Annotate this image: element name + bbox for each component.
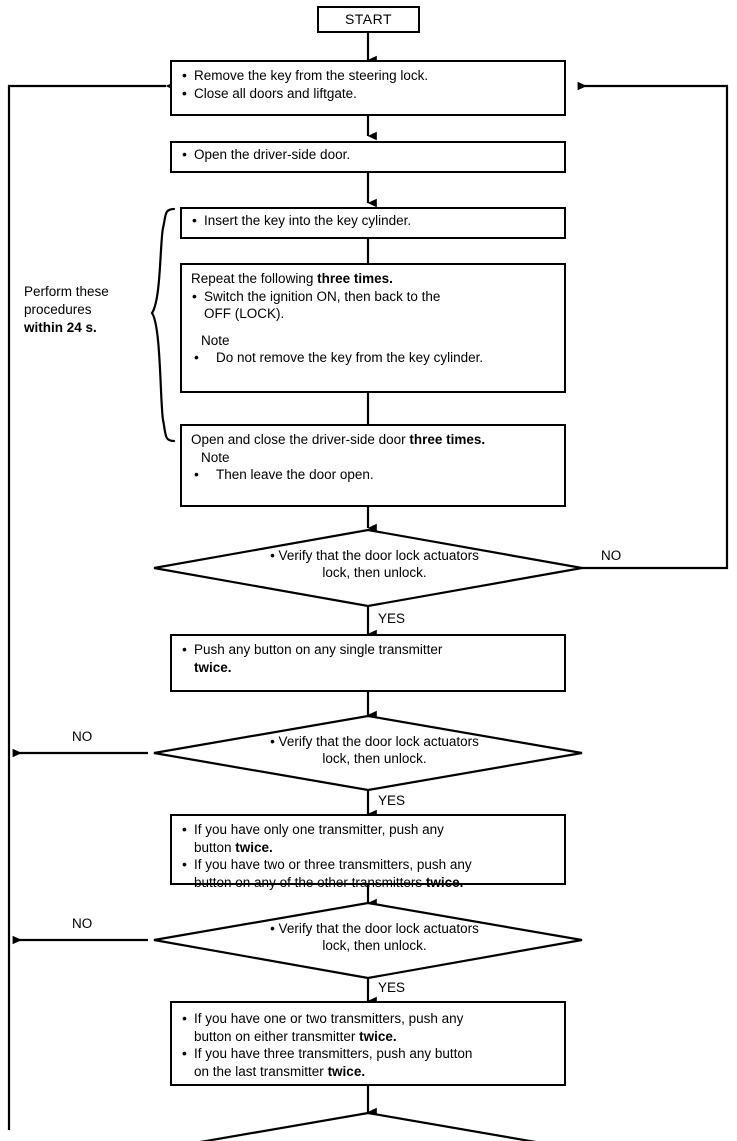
start-terminator: START	[317, 6, 420, 33]
push-single-line2: twice.	[194, 659, 232, 675]
decision-2-line2: lock, then unlock.	[322, 751, 427, 767]
spacer	[191, 323, 556, 332]
process-box-push-single-transmitter: Push any button on any single transmitte…	[170, 634, 566, 692]
decision-1-text: • Verify that the door lock actuators lo…	[0, 547, 737, 582]
edge-label-yes-3: YES	[378, 980, 406, 995]
process-box-open-driver-door: Open the driver-side door.	[170, 141, 566, 173]
one-two-line2: button on either transmitter	[194, 1028, 360, 1044]
open-close-heading-emph: three times.	[409, 432, 486, 447]
start-label: START	[344, 11, 393, 27]
decision-diamond-1	[153, 528, 583, 608]
edge-label-yes-1: YES	[378, 611, 406, 626]
three-line1: If you have three transmitters, push any…	[194, 1046, 473, 1062]
bullet-remove-key: Remove the key from the steering lock.	[181, 66, 556, 85]
brace-line-2: procedures	[24, 301, 92, 317]
grouping-brace	[150, 207, 176, 443]
two-three-emph: twice.	[425, 874, 464, 890]
process-box-repeat-ignition: Repeat the following three times. Switch…	[180, 263, 566, 393]
open-close-heading-text: Open and close the driver-side door	[191, 432, 410, 447]
bullet-switch-ignition: Switch the ignition ON, then back to the…	[191, 287, 556, 323]
decision-2-text: • Verify that the door lock actuators lo…	[0, 733, 737, 768]
repeat-heading-emph: three times.	[317, 271, 393, 286]
bullet-push-single-transmitter: Push any button on any single transmitte…	[181, 640, 556, 676]
note-bullet-do-not-remove-key: Do not remove the key from the key cylin…	[191, 348, 556, 367]
connector-left-return-rail	[7, 81, 175, 1130]
bullet-open-driver-door: Open the driver-side door.	[181, 145, 556, 164]
edge-label-no-2: NO	[72, 729, 93, 744]
edge-label-no-1: NO	[601, 548, 622, 563]
decision-3-text: • Verify that the door lock actuators lo…	[0, 920, 737, 955]
bullet-insert-key: Insert the key into the key cylinder.	[191, 211, 556, 230]
process-box-other-transmitters: If you have only one transmitter, push a…	[170, 814, 566, 890]
process-box-last-transmitter: If you have one or two transmitters, pus…	[170, 1001, 566, 1086]
one-transmitter-emph: twice.	[235, 839, 273, 855]
three-line2: on the last transmitter	[194, 1063, 328, 1079]
decision-diamond-3	[153, 901, 583, 980]
bullet-one-or-two-transmitters: If you have one or two transmitters, pus…	[181, 1009, 556, 1045]
decision-1-line2: lock, then unlock.	[322, 565, 427, 581]
decision-1-line1: • Verify that the door lock actuators	[270, 548, 479, 563]
brace-line-1: Perform these	[24, 284, 109, 299]
bullet-close-doors: Close all doors and liftgate.	[181, 84, 556, 103]
open-close-heading: Open and close the driver-side door thre…	[191, 431, 556, 449]
connector-d1-no-loop	[577, 81, 729, 570]
two-three-line2: button on any of the other transmitters	[194, 874, 426, 890]
one-transmitter-line2: button	[194, 839, 236, 855]
decision-diamond-2	[153, 714, 583, 792]
brace-annotation: Perform these procedures within 24 s.	[24, 283, 144, 336]
push-single-line1: Push any button on any single transmitte…	[194, 642, 443, 657]
process-box-open-close-door: Open and close the driver-side door thre…	[180, 424, 566, 507]
bullet-one-transmitter: If you have only one transmitter, push a…	[181, 820, 556, 856]
one-two-emph: twice.	[359, 1028, 397, 1044]
process-box-remove-key: Remove the key from the steering lock. C…	[170, 60, 566, 116]
repeat-heading-text: Repeat the following	[191, 271, 318, 286]
decision-diamond-4-partial	[199, 1111, 537, 1141]
decision-3-line1: • Verify that the door lock actuators	[270, 921, 479, 936]
one-two-line1: If you have one or two transmitters, pus…	[194, 1011, 464, 1026]
bullet-three-transmitters: If you have three transmitters, push any…	[181, 1044, 556, 1080]
decision-3-line2: lock, then unlock.	[322, 938, 427, 954]
bullet-two-or-three-transmitters: If you have two or three transmitters, p…	[181, 855, 556, 891]
note-bullet-leave-door-open: Then leave the door open.	[191, 465, 556, 484]
note-label-2: Note	[201, 449, 230, 465]
repeat-heading: Repeat the following three times.	[191, 270, 556, 288]
bullet-switch-ignition-line2: OFF (LOCK).	[204, 306, 285, 322]
three-emph: twice.	[327, 1063, 366, 1079]
one-transmitter-line1: If you have only one transmitter, push a…	[194, 822, 444, 837]
edge-label-no-3: NO	[72, 916, 93, 931]
note-label-1: Note	[201, 332, 230, 348]
brace-line-3: within 24 s.	[24, 319, 97, 335]
bullet-switch-ignition-line1: Switch the ignition ON, then back to the	[204, 288, 441, 304]
two-three-line1: If you have two or three transmitters, p…	[194, 857, 472, 873]
process-box-insert-key: Insert the key into the key cylinder.	[180, 207, 566, 239]
decision-2-line1: • Verify that the door lock actuators	[270, 734, 479, 749]
edge-label-yes-2: YES	[378, 793, 406, 808]
